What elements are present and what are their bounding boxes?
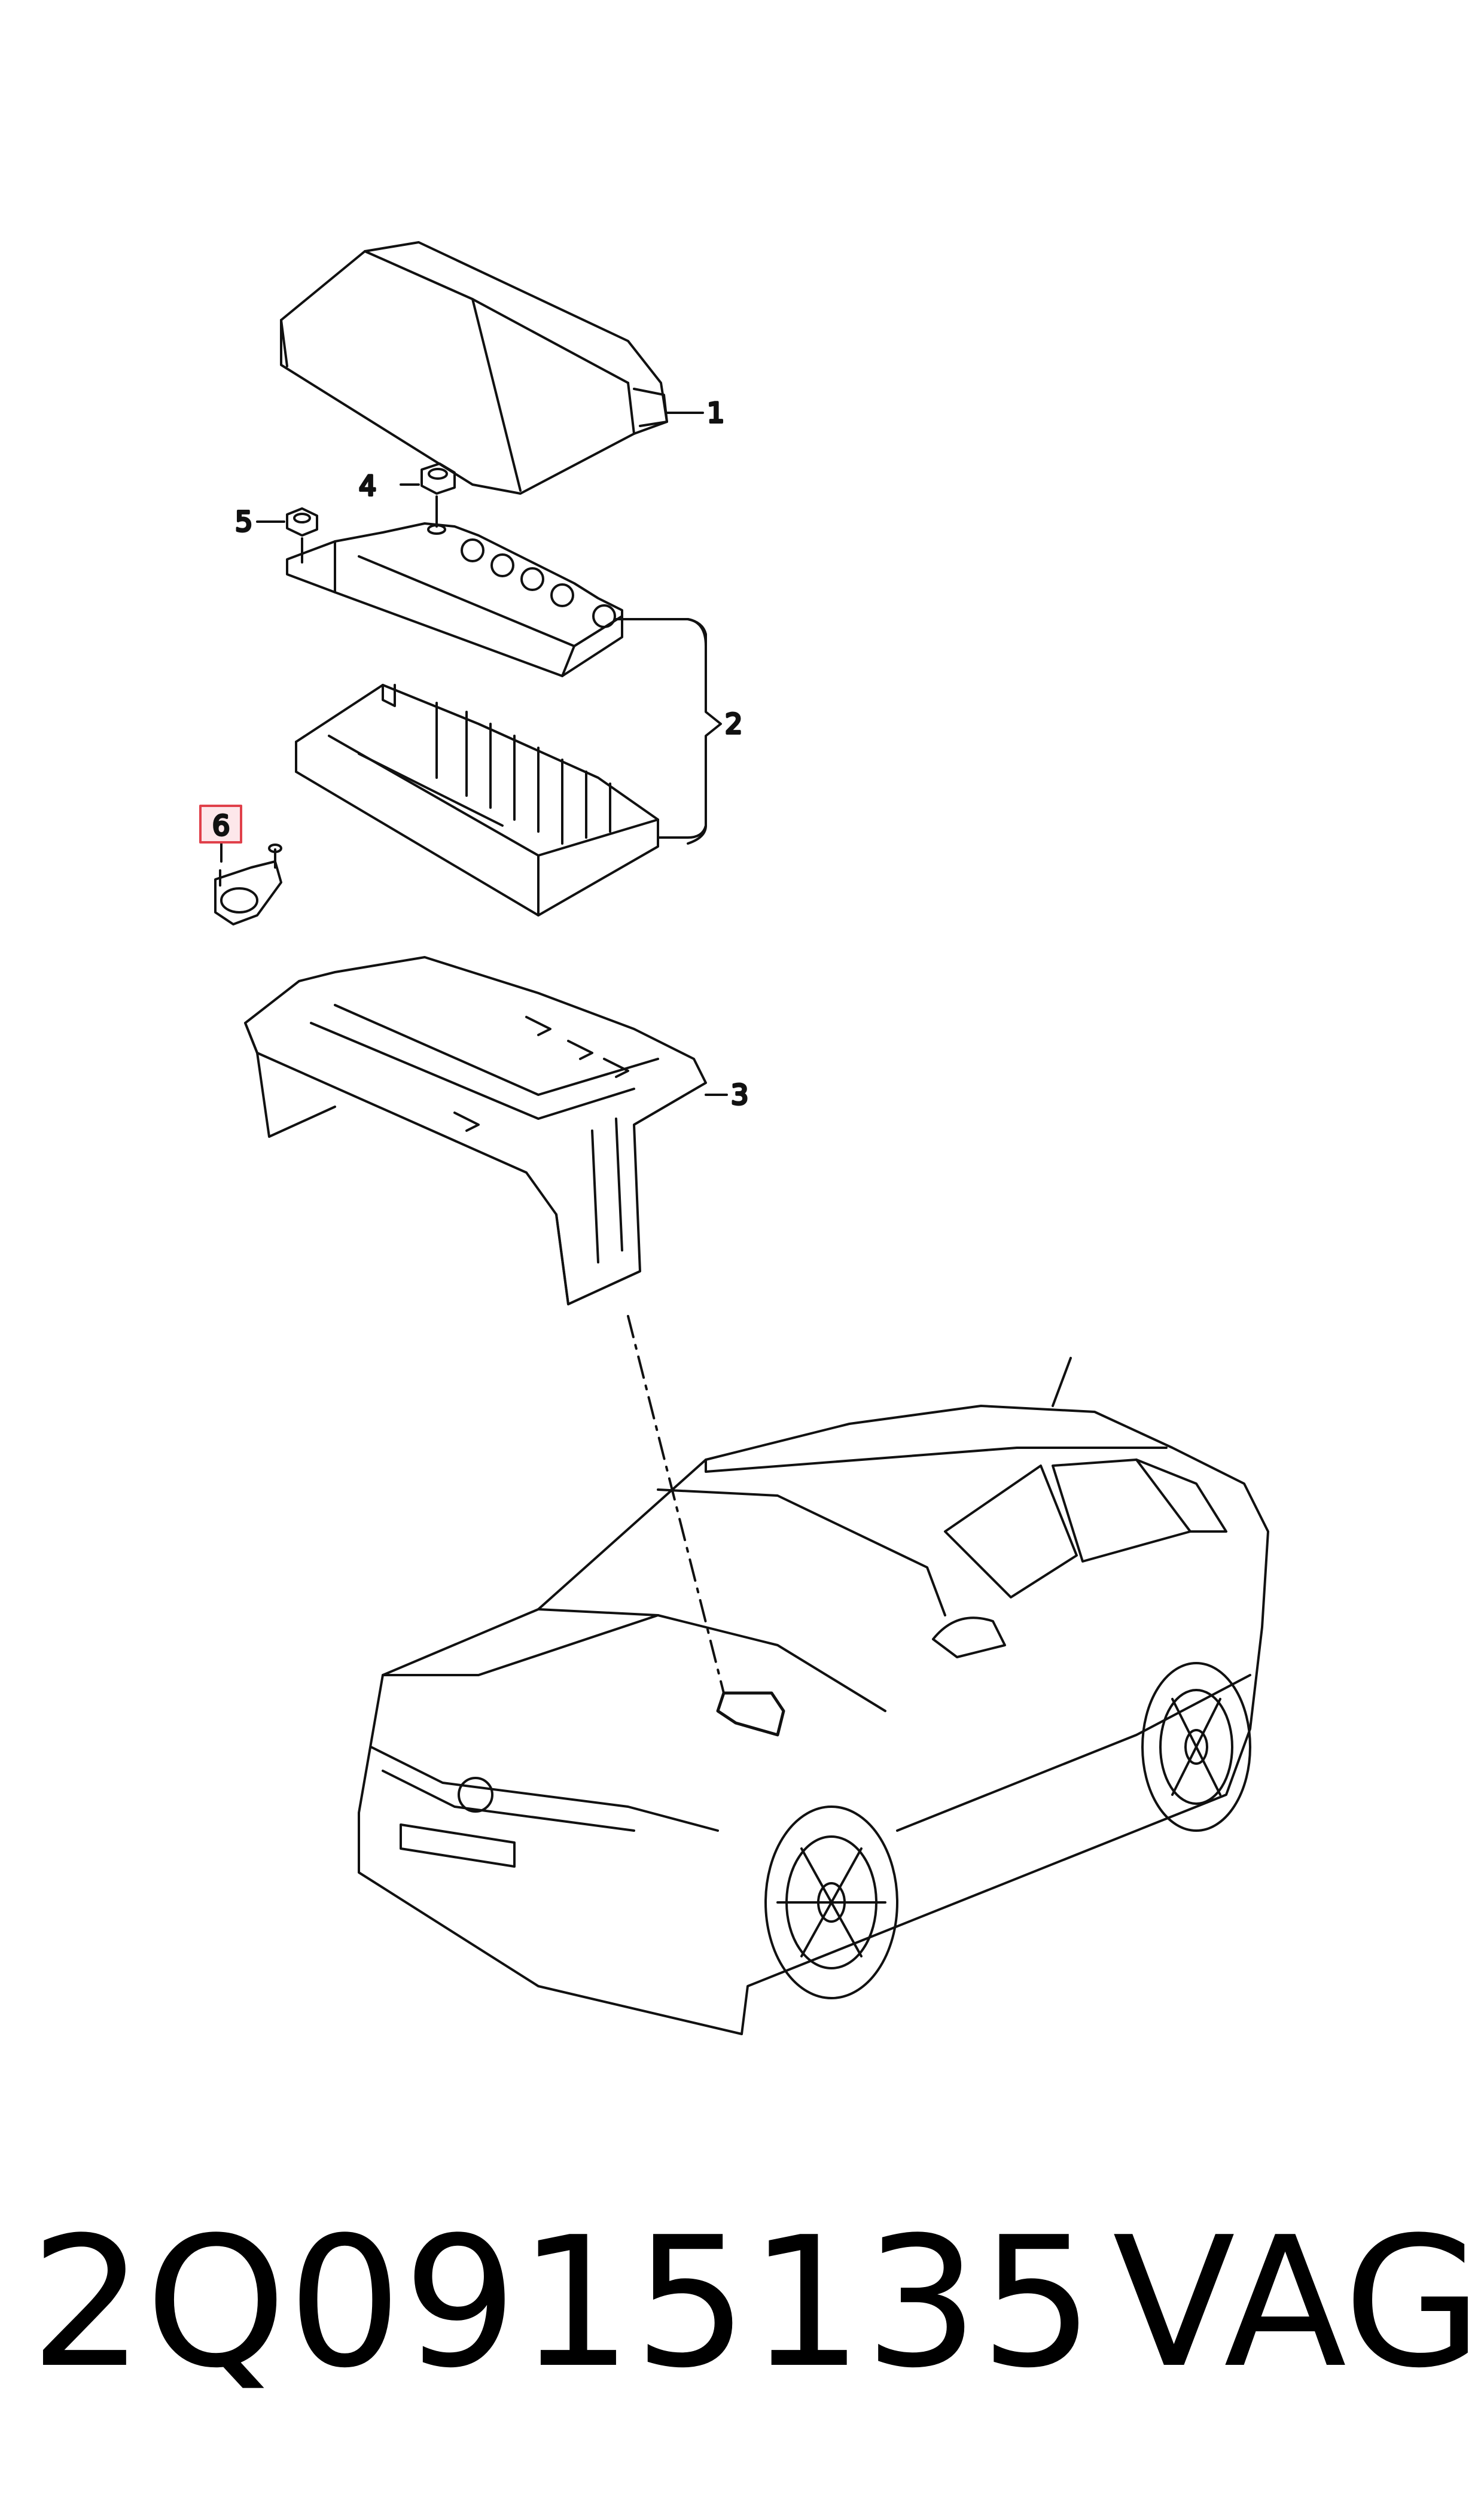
- svg-text:6: 6: [212, 809, 230, 842]
- part-5-nut: [256, 507, 318, 564]
- part-number-text: 2Q0915135: [30, 2199, 1096, 2407]
- part-3-tray: [244, 956, 728, 1305]
- svg-text:3: 3: [731, 1079, 748, 1111]
- svg-text:1: 1: [707, 397, 724, 429]
- location-leader-line: [627, 1315, 725, 1694]
- callout-2: 2: [724, 707, 743, 741]
- svg-text:2: 2: [725, 708, 742, 740]
- svg-text:4: 4: [359, 470, 376, 502]
- callout-1: 1: [706, 395, 726, 430]
- callout-6-highlight: 6: [199, 805, 242, 844]
- callout-4: 4: [358, 468, 377, 503]
- brand-text: VAG: [1113, 2199, 1483, 2407]
- part-4-nut: [400, 462, 456, 535]
- part-6-clip: [214, 842, 282, 925]
- vehicle-outline: [358, 1357, 1269, 2035]
- part-1-cover: [280, 241, 704, 495]
- callout-3: 3: [730, 1077, 749, 1112]
- callout-5: 5: [234, 504, 254, 539]
- part-2-busbar: [286, 522, 707, 707]
- bracket-2: [687, 618, 722, 845]
- part-2-carrier: [295, 684, 707, 917]
- svg-text:5: 5: [235, 506, 252, 538]
